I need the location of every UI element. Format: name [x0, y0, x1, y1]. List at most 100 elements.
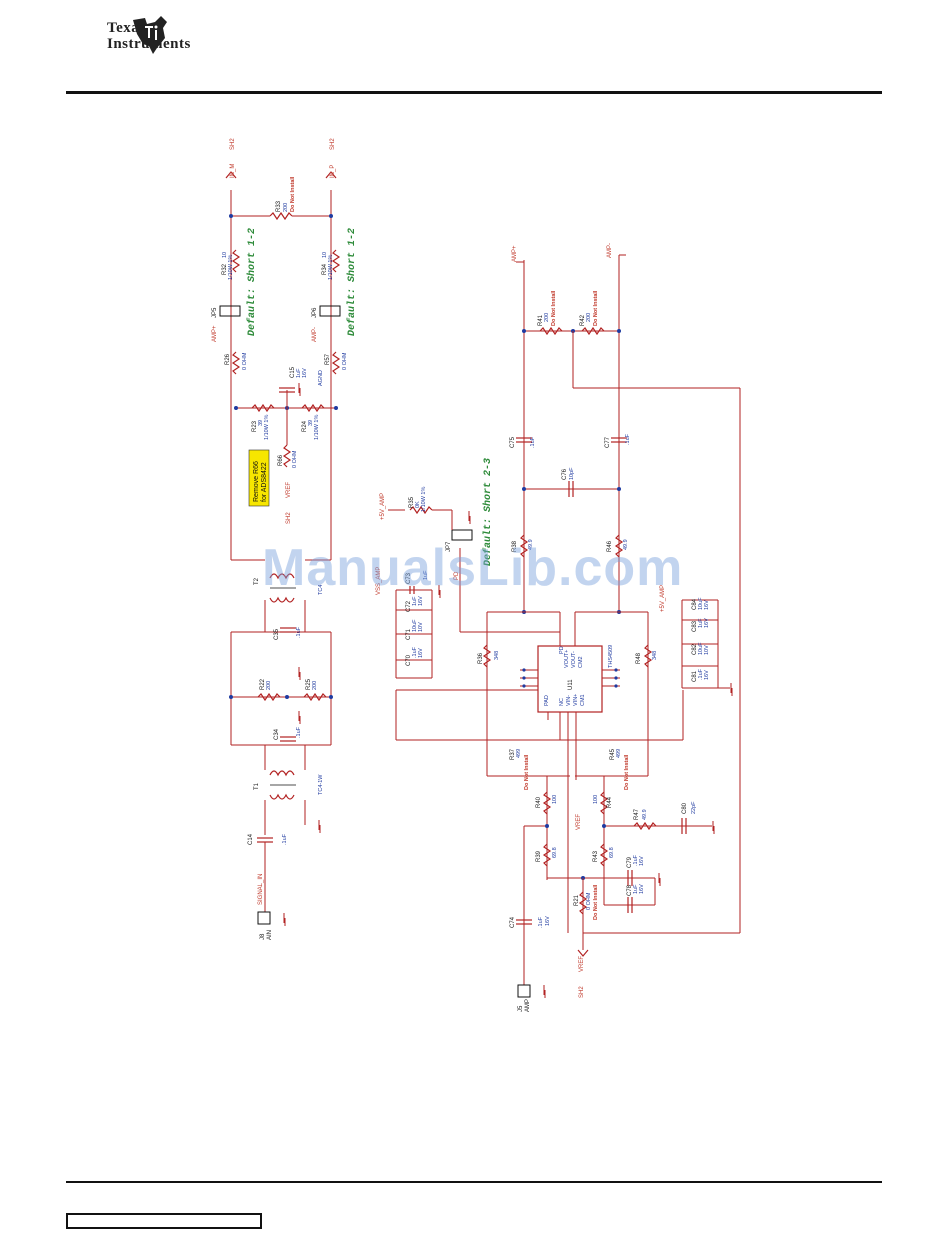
- r23-val: 39: [258, 420, 264, 426]
- t2-val: TC4: [318, 585, 324, 595]
- r35-ref: R35: [409, 496, 415, 508]
- t1-val: TC4-1W: [318, 774, 324, 795]
- r42-dni: Do Not Install: [593, 290, 599, 326]
- left-input-chain: [219, 171, 341, 927]
- r21-val: 0 OHM: [586, 892, 592, 910]
- r41-ref: R41: [538, 314, 544, 326]
- c74-ref: C74: [510, 916, 516, 928]
- c72-ref: C72: [406, 600, 412, 612]
- r47-val: 49.9: [642, 809, 648, 820]
- net-p5v-amp-b: +5V_AMP: [660, 585, 666, 612]
- u11-pin-pad: PAD: [544, 695, 550, 706]
- brand-line-2: Instruments: [107, 36, 191, 52]
- footer-divider: [66, 1181, 882, 1183]
- j5-val: AMP: [525, 999, 531, 1012]
- u11-pin-cm1: CM1: [580, 694, 586, 706]
- r26-val: 0 OHM: [242, 352, 248, 370]
- jp6-default: Default: Short 1-2: [346, 228, 358, 336]
- c14-ref: C14: [248, 833, 254, 845]
- r39-ref: R39: [536, 850, 542, 862]
- brand-line-1: Texas: [107, 20, 146, 36]
- r22-ref: R22: [260, 678, 266, 690]
- c76-ref: C76: [562, 468, 568, 480]
- c15-val: 1uF: [296, 368, 302, 378]
- header-divider: [66, 91, 882, 94]
- u11-pin-voutp: VOUT+: [564, 650, 570, 669]
- net-in-p: IN_P: [330, 165, 336, 178]
- r48-ref: R48: [636, 652, 642, 664]
- c70-ref: C70: [406, 654, 412, 666]
- r39-val: 69.8: [552, 847, 558, 858]
- r34-extra: 1/10W 1%: [328, 255, 334, 280]
- c78-val: 1uF: [633, 884, 639, 894]
- net-sh2-a: SH2: [230, 138, 236, 150]
- r66-val: 0 OHM: [292, 450, 298, 468]
- r42-val: 200: [586, 313, 592, 322]
- jp5-default: Default: Short 1-2: [246, 228, 258, 336]
- u11-ref: U11: [568, 679, 574, 690]
- net-amp-m-jp: AMP-: [312, 327, 318, 342]
- note-line-2: for ADS8422: [261, 462, 268, 502]
- c72-extra: 16V: [418, 596, 424, 606]
- jp7-ref: JP7: [446, 541, 452, 552]
- r45-val: 499: [616, 749, 622, 758]
- u11-pin-vinm: VIN-: [566, 695, 572, 706]
- r48-val: 348: [652, 651, 658, 660]
- left-labels: SH2 SH2 IN_M IN_P R33 200 Do Not Install…: [212, 138, 358, 940]
- watermark-text: ManualsLib.com: [262, 539, 684, 597]
- c77-ref: C77: [605, 436, 611, 448]
- r21-dni: Do Not Install: [593, 884, 599, 920]
- c14-val: .1uF: [282, 833, 288, 845]
- net-vref-a: VREF: [286, 482, 292, 498]
- right-amplifier-chain: [388, 254, 741, 999]
- r43-val: 69.8: [609, 847, 615, 858]
- net-vref-b: VREF: [576, 814, 582, 830]
- footer-box: [66, 1213, 262, 1229]
- c82-val: 10uF: [698, 642, 704, 655]
- jp5-ref: JP5: [212, 307, 218, 318]
- r32-extra: 1/10W 1%: [228, 255, 234, 280]
- c34-val: .1uF: [296, 726, 302, 738]
- r21-ref: R21: [574, 894, 580, 906]
- net-in-m: IN_M: [230, 164, 236, 178]
- net-vref-c: VREF: [579, 956, 585, 972]
- r35-val: 0K: [415, 501, 421, 508]
- r24-ref: R24: [302, 420, 308, 432]
- note-box: [248, 449, 270, 507]
- c35-ref: C35: [274, 628, 280, 640]
- r43-ref: R43: [593, 850, 599, 862]
- c75-val: .1uF: [530, 436, 536, 448]
- c80-val: 22pF: [691, 801, 697, 814]
- c83-extra: 16V: [704, 618, 710, 628]
- j8-val: AIN: [267, 930, 273, 940]
- c73-ref: C73: [406, 572, 412, 584]
- r44-ref: R44: [607, 796, 613, 808]
- net-p5v-amp-a: +5V_AMP: [380, 493, 386, 520]
- c82-ref: C82: [692, 643, 698, 655]
- note-line-1: Remove R66: [253, 461, 260, 502]
- r35-extra: 1/10W 1%: [421, 487, 427, 512]
- c76-val: 10pF: [569, 467, 575, 480]
- r25-ref: R25: [306, 678, 312, 690]
- r33-dni: Do Not Install: [290, 176, 296, 212]
- net-agnd: AGND: [318, 370, 324, 386]
- r37-val: 499: [516, 749, 522, 758]
- jp6-ref: JP6: [312, 307, 318, 318]
- r24-val: 39: [308, 420, 314, 426]
- r25-val: 200: [312, 681, 318, 690]
- page-header: Texas Instruments: [0, 0, 950, 100]
- c84-val: 10uF: [698, 597, 704, 610]
- c71-ref: C71: [406, 628, 412, 640]
- c74-val: .1uF: [538, 916, 544, 928]
- r38-val: 49.9: [528, 539, 534, 550]
- net-amp-m: AMP-: [607, 243, 613, 258]
- r24-extra: 1/10W 1%: [314, 415, 320, 440]
- t1-ref: T1: [254, 782, 260, 790]
- r38-ref: R38: [512, 540, 518, 552]
- c84-ref: C84: [692, 598, 698, 610]
- ti-logo-icon: [133, 16, 167, 54]
- right-labels: AMP+ AMP- R41 200 Do Not Install R42 200…: [376, 243, 710, 1012]
- c70-val: .1uF: [412, 646, 418, 658]
- r34-val: 10: [322, 252, 328, 258]
- net-sh2-d: SH2: [579, 986, 585, 998]
